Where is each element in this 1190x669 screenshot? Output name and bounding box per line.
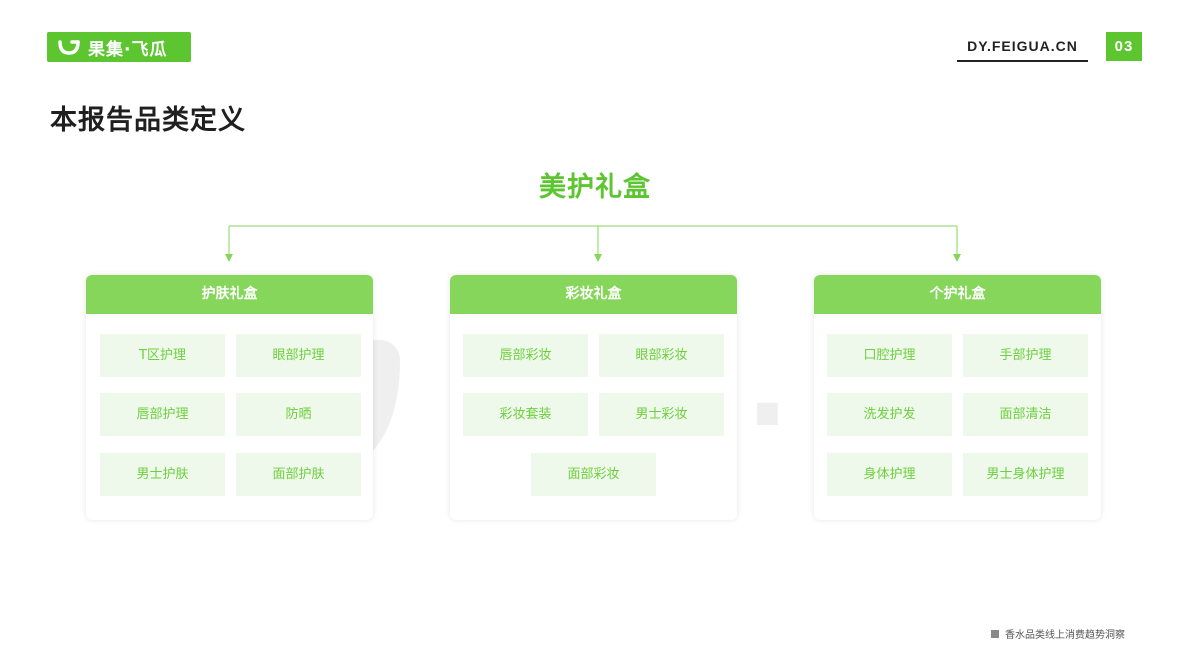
category-tag: 眼部彩妆 [599,334,724,377]
category-tag: 唇部护理 [100,393,225,436]
site-url[interactable]: DY.FEIGUA.CN [957,36,1088,62]
category-tag: 彩妆套装 [463,393,588,436]
footer: 香水品类线上消费趋势洞察 [991,626,1125,641]
category-tag: 手部护理 [963,334,1088,377]
logo-mark-icon [58,40,80,55]
card-header: 护肤礼盒 [86,275,373,314]
footer-square-icon [991,629,999,638]
brand-logo: 果集·飞瓜 [47,32,191,62]
category-tag: 防晒 [236,393,361,436]
tree-root-label: 美护礼盒 [539,172,651,203]
category-tag: 面部护肤 [236,453,361,496]
category-tag: 男士护肤 [100,453,225,496]
category-card-personal-care: 个护礼盒 口腔护理 手部护理 洗发护发 面部清洁 身体护理 男士身体护理 [814,275,1101,520]
footer-text: 香水品类线上消费趋势洞察 [1005,630,1125,641]
category-tag: 男士彩妆 [599,393,724,436]
category-tag: 面部彩妆 [531,453,656,496]
category-tag: 口腔护理 [827,334,952,377]
category-tag: 唇部彩妆 [463,334,588,377]
category-tag: 男士身体护理 [963,453,1088,496]
category-tag: 眼部护理 [236,334,361,377]
logo-text: 果集·飞瓜 [88,39,168,60]
page-number-badge: 03 [1106,32,1142,61]
category-tag: T区护理 [100,334,225,377]
category-card-skincare: 护肤礼盒 T区护理 眼部护理 唇部护理 防晒 男士护肤 面部护肤 [86,275,373,520]
category-tag: 洗发护发 [827,393,952,436]
category-card-makeup: 彩妆礼盒 唇部彩妆 眼部彩妆 彩妆套装 男士彩妆 面部彩妆 [450,275,737,520]
card-header: 彩妆礼盒 [450,275,737,314]
page-title: 本报告品类定义 [50,105,246,136]
category-tag: 面部清洁 [963,393,1088,436]
card-header: 个护礼盒 [814,275,1101,314]
category-tag: 身体护理 [827,453,952,496]
